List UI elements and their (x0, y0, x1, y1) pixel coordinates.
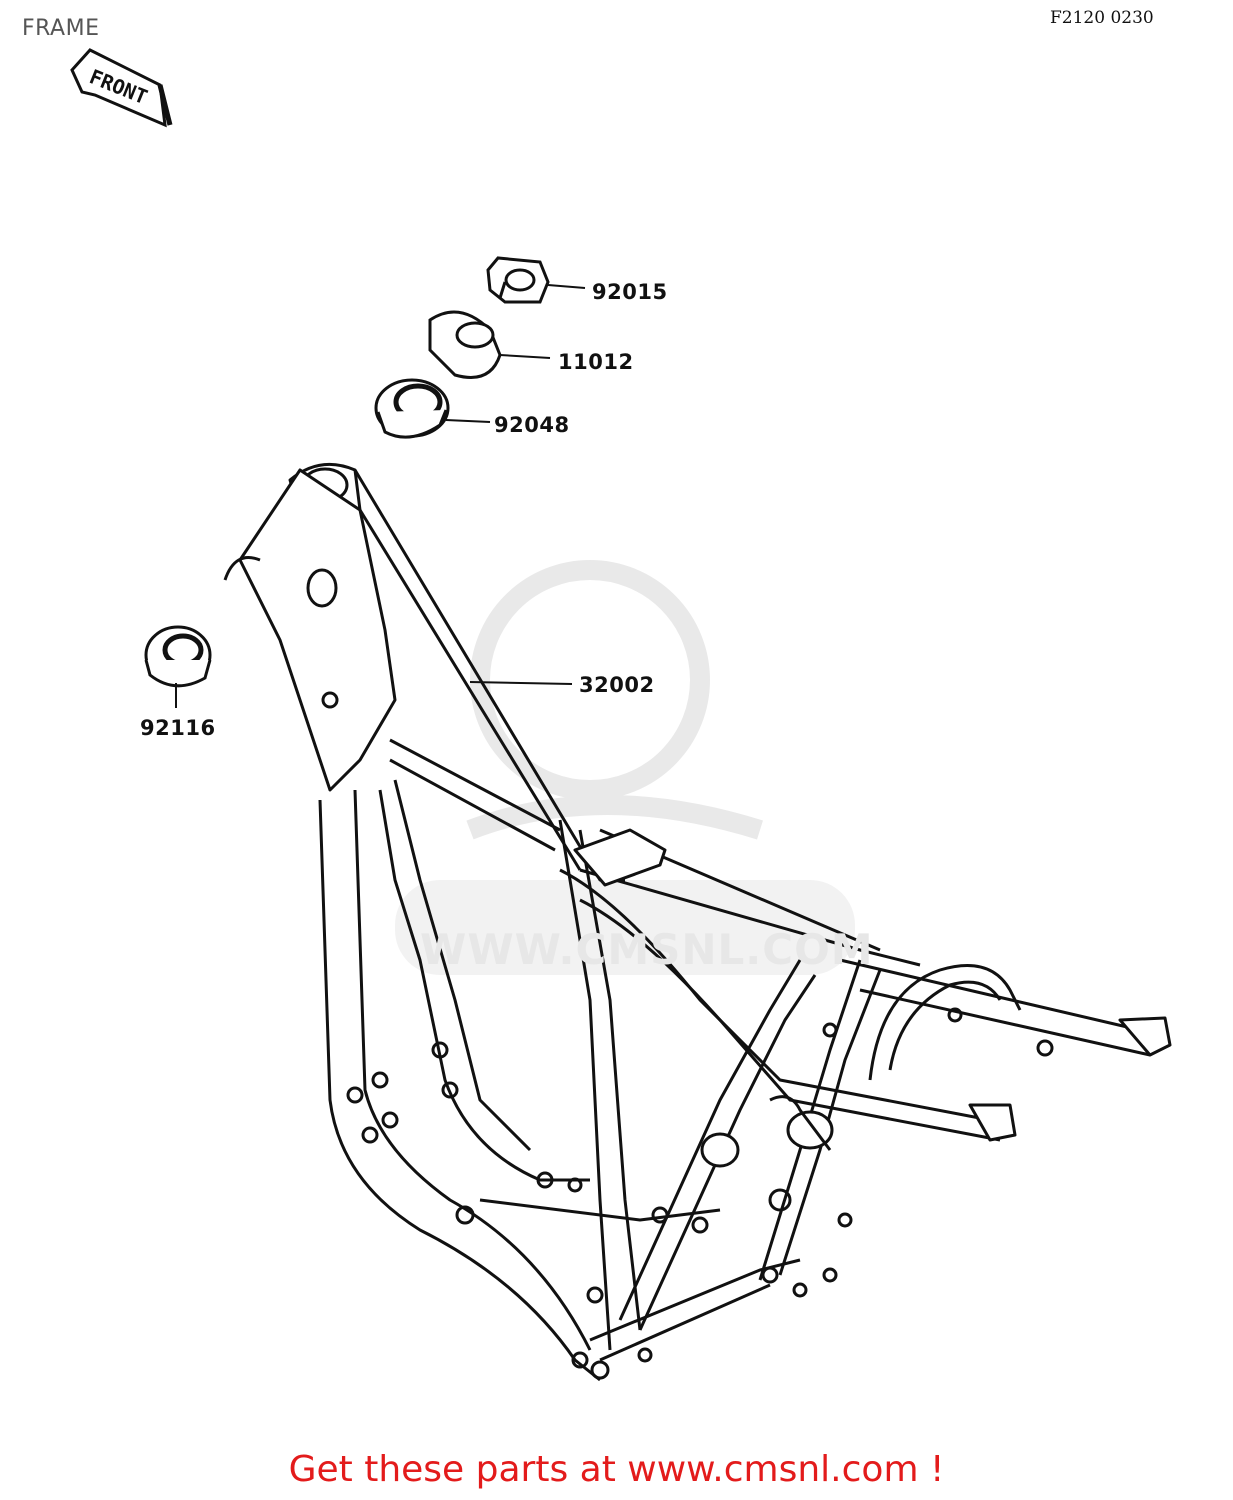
front-arrow-label: FRONT (86, 64, 151, 109)
leader-92015 (547, 284, 586, 289)
part-number-92048[interactable]: 92048 (494, 413, 570, 437)
lower-seal-part-icon (144, 625, 212, 688)
diagram-code: F2120 0230 (1050, 8, 1154, 28)
part-number-92116[interactable]: 92116 (140, 716, 216, 740)
frame-part-drawing (223, 462, 1172, 1382)
seal-part-icon (374, 378, 450, 439)
leader-92048 (445, 419, 491, 423)
page-title: FRAME (22, 16, 100, 41)
bearing-cone-part-icon (428, 310, 502, 379)
part-number-92015[interactable]: 92015 (592, 280, 668, 304)
leader-32002 (469, 681, 573, 685)
nut-part-icon (486, 256, 550, 304)
part-number-32002[interactable]: 32002 (579, 673, 655, 697)
watermark-url: WWW.CMSNL.COM (420, 925, 874, 974)
part-number-11012[interactable]: 11012 (558, 350, 634, 374)
leader-11012 (499, 354, 551, 359)
watermark-logo (395, 560, 855, 975)
footer-parts-link[interactable]: Get these parts at www.cmsnl.com ! (288, 1449, 945, 1490)
front-direction-arrow-icon (70, 48, 173, 128)
